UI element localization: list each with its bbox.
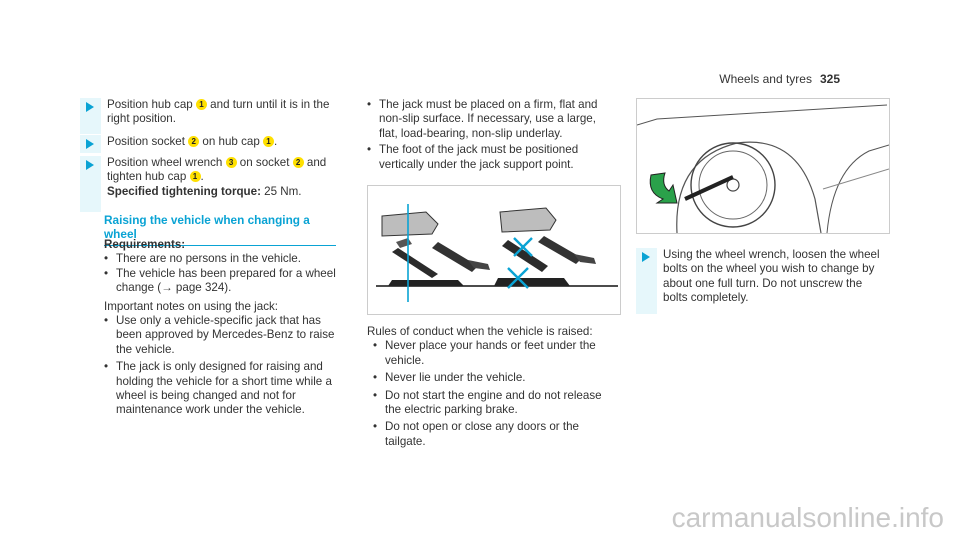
page-number: 325	[819, 72, 840, 86]
page-header: Wheels and tyres 325	[719, 72, 840, 86]
placement-list: The jack must be placed on a firm, flat …	[367, 98, 617, 172]
step-marker	[80, 156, 101, 212]
notes-list: Use only a vehicle-specific jack that ha…	[104, 314, 338, 418]
jack-illustration	[367, 185, 621, 315]
torque-value: 25 Nm.	[260, 184, 302, 198]
list-item: Never place your hands or feet under the…	[373, 339, 619, 368]
callout-1: 1	[263, 136, 275, 147]
watermark: carmanualsonline.info	[671, 501, 944, 533]
step-marker	[80, 98, 101, 134]
play-arrow-icon	[86, 160, 94, 170]
list-item: Do not start the engine and do not relea…	[373, 389, 619, 418]
section-title: Raising the vehicle when changing a whee…	[104, 213, 336, 246]
rules-intro: Rules of conduct when the vehicle is rai…	[367, 325, 593, 338]
step-position-socket: Position socket 2 on hub cap 1.	[80, 135, 340, 153]
requirements-heading: Requirements:	[104, 238, 186, 251]
requirements-list: There are no persons in the vehicle. The…	[104, 252, 338, 295]
notes-intro: Important notes on using the jack:	[104, 299, 279, 313]
list-item: The vehicle has been prepared for a whee…	[104, 267, 338, 296]
list-item: The foot of the jack must be positioned …	[367, 143, 617, 172]
callout-2: 2	[188, 136, 200, 147]
list-item: There are no persons in the vehicle.	[104, 252, 338, 267]
play-arrow-icon	[86, 102, 94, 112]
list-item: The jack must be placed on a firm, flat …	[367, 98, 617, 141]
callout-1: 1	[189, 171, 201, 183]
step-text: Position socket 2 on hub cap 1.	[107, 135, 278, 148]
list-item: Never lie under the vehicle.	[373, 371, 619, 386]
step-loosen-bolts: Using the wheel wrench, loosen the wheel…	[636, 248, 890, 314]
list-item: Do not open or close any doors or the ta…	[373, 420, 619, 449]
wheel-wrench-illustration	[636, 98, 890, 234]
play-arrow-icon	[642, 252, 650, 262]
step-marker	[80, 135, 101, 153]
rules-list: Never place your hands or feet under the…	[367, 339, 619, 449]
step-tighten-hub-cap: Position wheel wrench 3 on socket 2 and …	[80, 156, 340, 212]
list-item: Use only a vehicle-specific jack that ha…	[104, 314, 338, 357]
callout-3: 3	[225, 157, 237, 168]
step-text: Position hub cap 1 and turn until it is …	[107, 98, 330, 126]
jack-placement-notes: The jack must be placed on a firm, flat …	[367, 98, 617, 172]
torque-label: Specified tightening torque:	[107, 184, 261, 198]
list-item: The jack is only designed for raising an…	[104, 360, 338, 418]
step-text: Position wheel wrench 3 on socket 2 and …	[107, 156, 327, 198]
rules-block: Rules of conduct when the vehicle is rai…	[367, 325, 619, 449]
header-title: Wheels and tyres	[719, 72, 812, 86]
step-marker	[636, 248, 657, 314]
callout-2: 2	[292, 157, 304, 168]
play-arrow-icon	[86, 139, 94, 149]
requirements-block: Requirements: There are no persons in th…	[104, 238, 338, 418]
step-text: Using the wheel wrench, loosen the wheel…	[663, 248, 880, 305]
callout-1: 1	[195, 99, 207, 110]
step-position-hub-cap: Position hub cap 1 and turn until it is …	[80, 98, 340, 134]
